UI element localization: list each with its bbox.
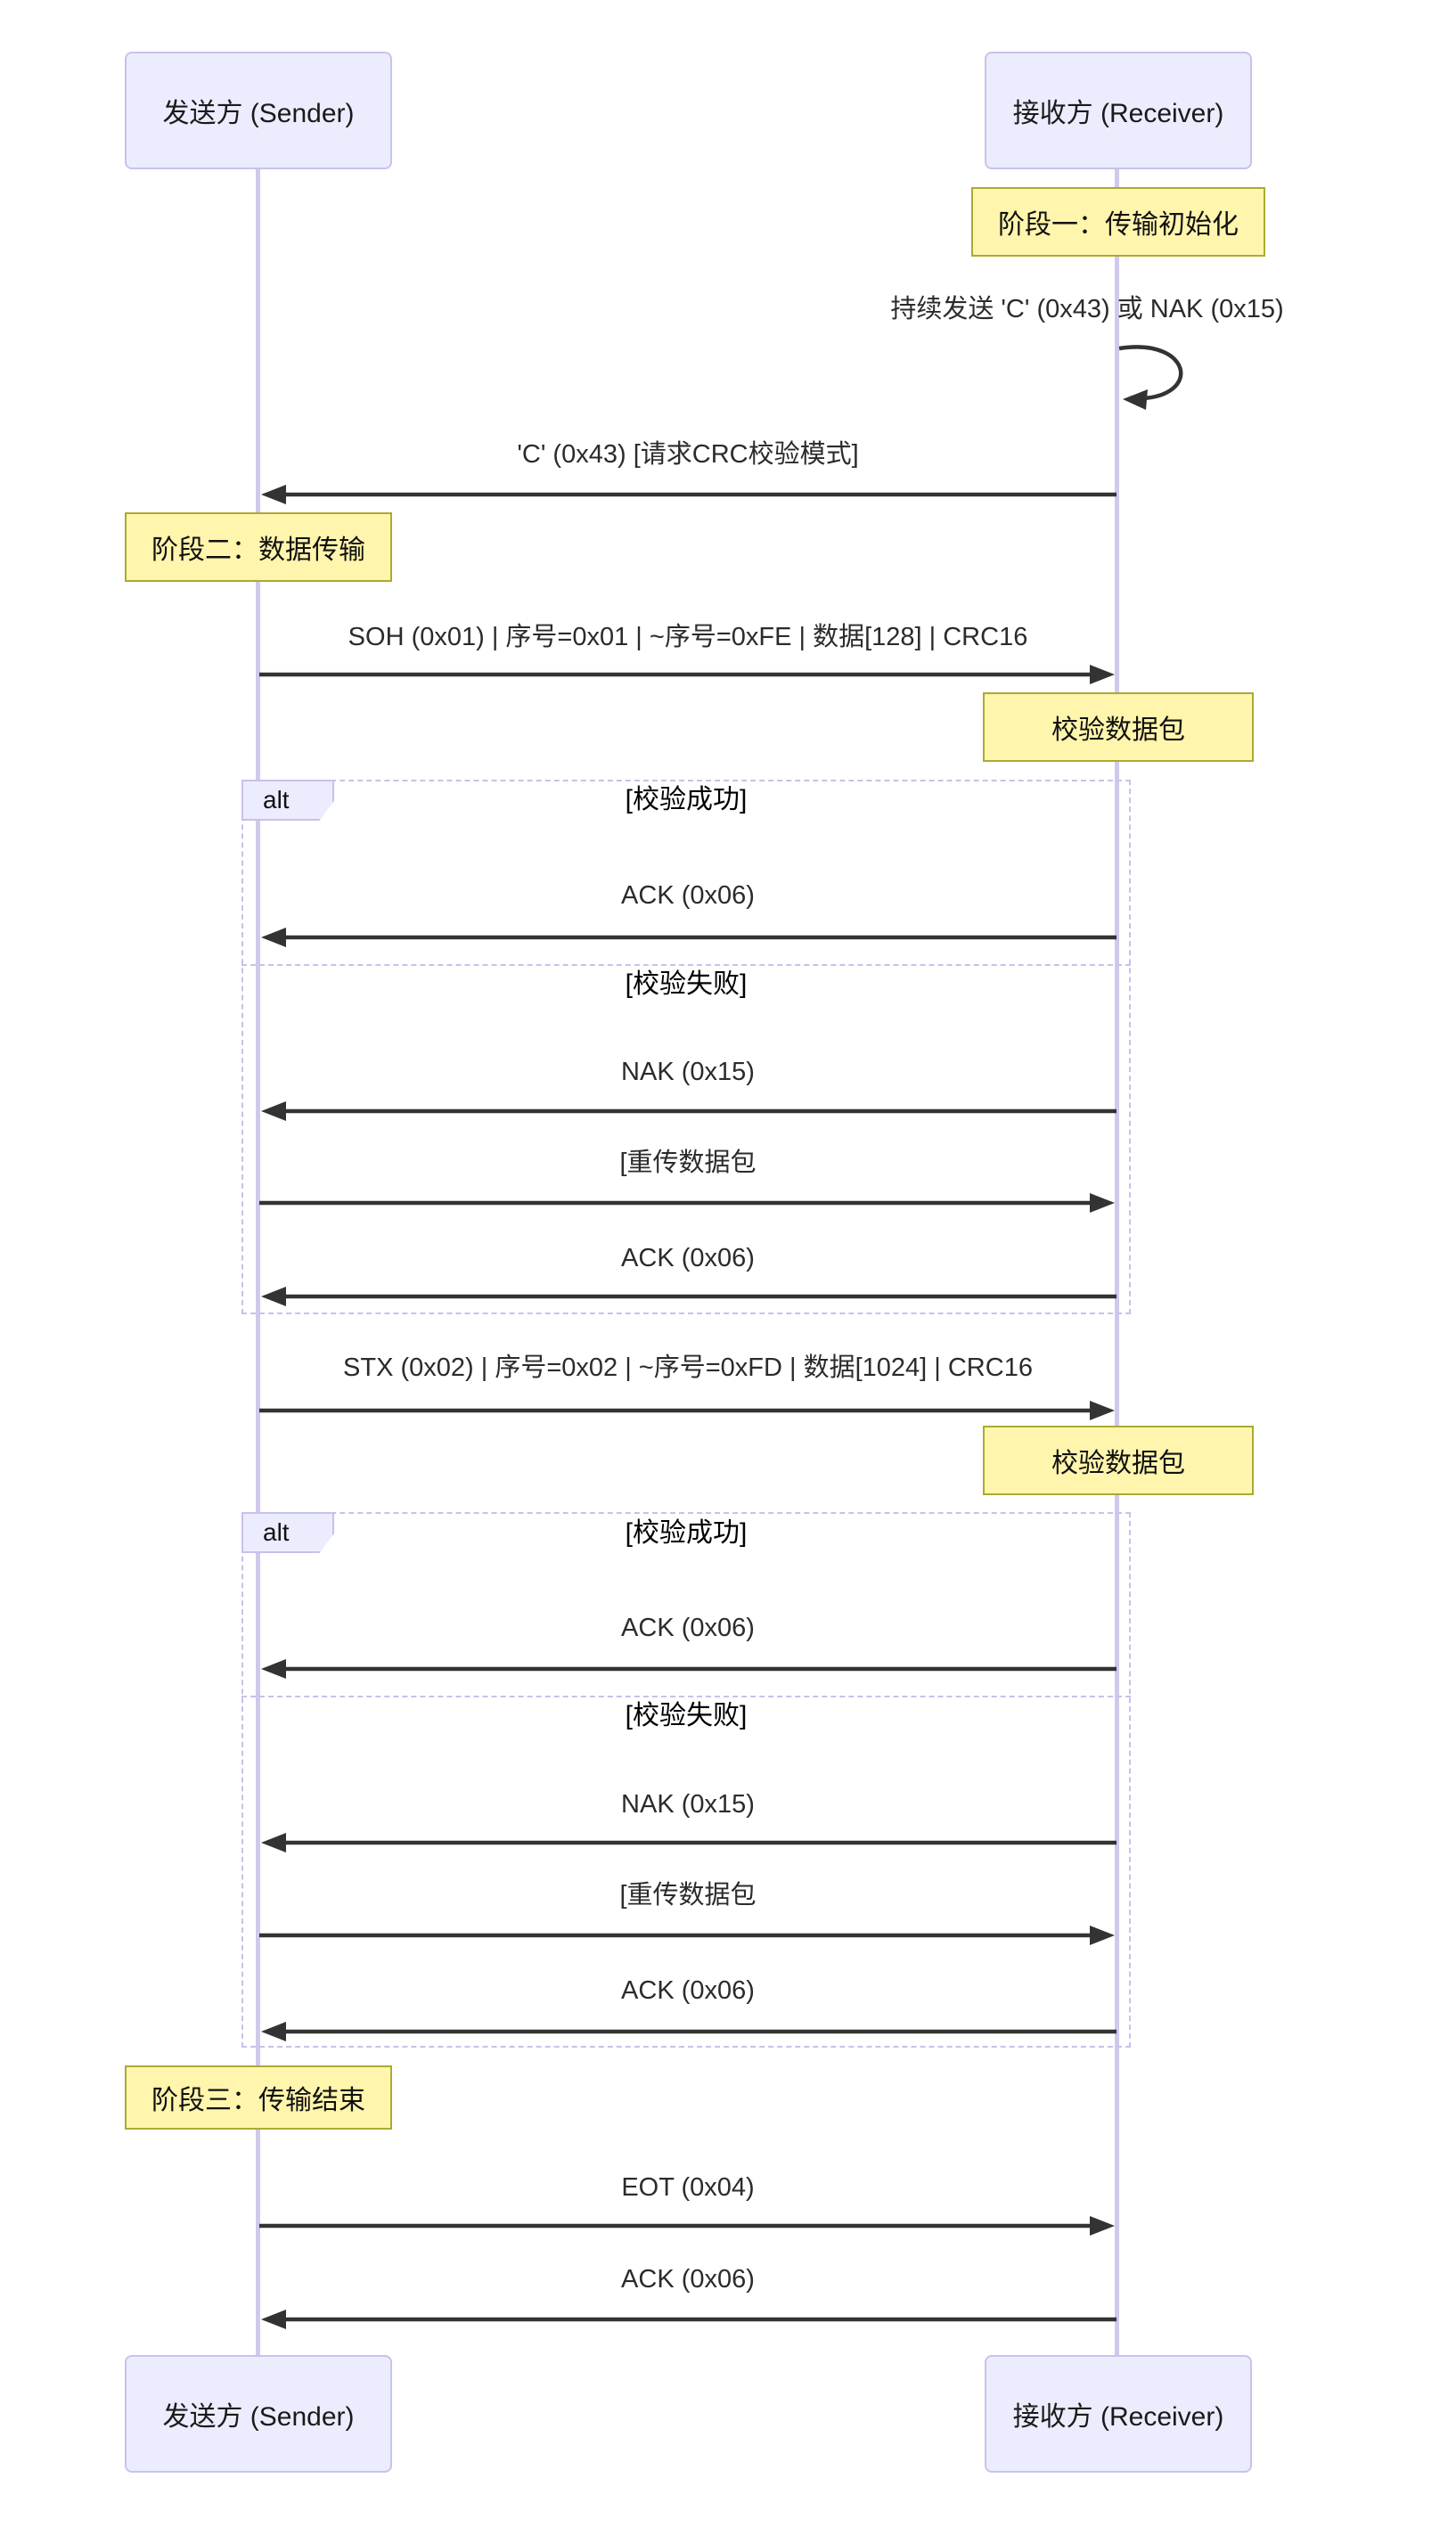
- actor-sender-bottom: 发送方 (Sender): [125, 2355, 392, 2473]
- actor-sender-label: 发送方 (Sender): [162, 99, 355, 128]
- ack-arrow: [261, 1659, 1117, 1679]
- actor-receiver-top: 接收方 (Receiver): [985, 52, 1252, 169]
- packet2-arrow: [259, 1401, 1115, 1420]
- note-phase1: 阶段一：传输初始化: [971, 187, 1265, 257]
- message-ack: ACK (0x06): [621, 1244, 755, 1272]
- message-retransmit: [重传数据包: [619, 1149, 757, 1177]
- eot-arrow: [259, 2216, 1115, 2236]
- ack-arrow: [261, 928, 1117, 947]
- nak-arrow: [261, 1833, 1117, 1852]
- message-poll: 持续发送 'C' (0x43) 或 NAK (0x15): [890, 295, 1284, 323]
- note-verify-text: 校验数据包: [1051, 716, 1185, 745]
- message-ack: ACK (0x06): [621, 1976, 755, 2005]
- alt2-condition-success: [校验成功]: [625, 1518, 748, 1548]
- alt2-condition-failure: [校验失败]: [625, 1701, 748, 1730]
- sender-lifeline: [256, 169, 260, 2357]
- alt-frame-1: [241, 780, 1131, 1314]
- message-retransmit: [重传数据包: [619, 1881, 757, 1910]
- message-packet2: STX (0x02) | 序号=0x02 | ~序号=0xFD | 数据[102…: [343, 1353, 1033, 1382]
- message-ack: ACK (0x06): [621, 2265, 755, 2294]
- ack-arrow: [261, 1287, 1117, 1306]
- note-verify-text: 校验数据包: [1051, 1449, 1185, 1478]
- note-phase2-text: 阶段二：数据传输: [151, 536, 365, 565]
- message-eot: EOT (0x04): [621, 2173, 755, 2202]
- alt-divider-2: [241, 1696, 1131, 1697]
- actor-receiver-label: 接收方 (Receiver): [1012, 99, 1224, 128]
- message-packet1: SOH (0x01) | 序号=0x01 | ~序号=0xFE | 数据[128…: [348, 623, 1028, 651]
- alt1-condition-success: [校验成功]: [625, 785, 748, 814]
- note-phase1-text: 阶段一：传输初始化: [998, 210, 1239, 240]
- nak-arrow: [261, 1101, 1117, 1121]
- self-loop-arrow: [1118, 345, 1183, 410]
- alt-frame-2: [241, 1512, 1131, 2048]
- note-phase3: 阶段三：传输结束: [125, 2065, 392, 2130]
- message-nak: NAK (0x15): [621, 1790, 755, 1819]
- alt-label: alt: [263, 1518, 290, 1546]
- message-ack: ACK (0x06): [621, 1614, 755, 1642]
- alt-label-tab: alt: [241, 1512, 334, 1553]
- crc-request-arrow: [261, 485, 1117, 504]
- retransmit-arrow: [259, 1926, 1115, 1945]
- receiver-lifeline: [1115, 169, 1119, 2357]
- note-phase3-text: 阶段三：传输结束: [151, 2086, 365, 2115]
- message-ack: ACK (0x06): [621, 881, 755, 910]
- actor-sender-top: 发送方 (Sender): [125, 52, 392, 169]
- message-nak: NAK (0x15): [621, 1058, 755, 1086]
- message-crc-request: 'C' (0x43) [请求CRC校验模式]: [517, 440, 859, 469]
- note-verify-packet-2: 校验数据包: [983, 1426, 1254, 1495]
- packet1-arrow: [259, 665, 1115, 684]
- actor-receiver-bottom: 接收方 (Receiver): [985, 2355, 1252, 2473]
- retransmit-arrow: [259, 1193, 1115, 1213]
- actor-receiver-label: 接收方 (Receiver): [1012, 2402, 1224, 2432]
- alt-label: alt: [263, 786, 290, 814]
- alt-divider-1: [241, 964, 1131, 966]
- alt1-condition-failure: [校验失败]: [625, 969, 748, 999]
- ack-arrow: [261, 2022, 1117, 2041]
- alt-label-tab: alt: [241, 780, 334, 821]
- actor-sender-label: 发送方 (Sender): [162, 2402, 355, 2432]
- note-phase2: 阶段二：数据传输: [125, 512, 392, 582]
- ack-arrow: [261, 2310, 1117, 2329]
- note-verify-packet-1: 校验数据包: [983, 692, 1254, 762]
